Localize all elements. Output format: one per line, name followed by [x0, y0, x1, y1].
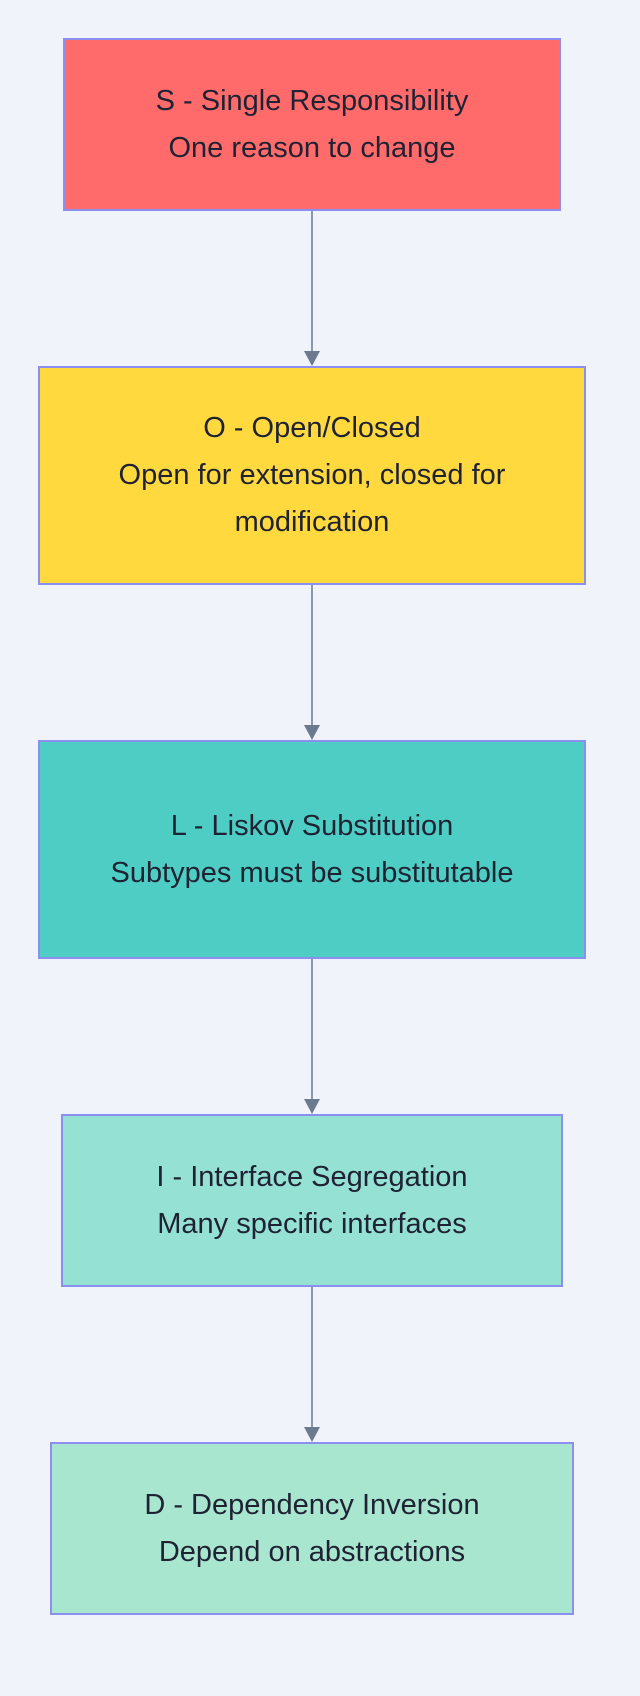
node-title: L - Liskov Substitution: [170, 809, 454, 842]
node-liskov-substitution: L - Liskov Substitution Subtypes must be…: [38, 740, 586, 959]
node-open-closed: O - Open/Closed Open for extension, clos…: [38, 366, 586, 585]
node-description: Open for extension, closed for modificat…: [118, 459, 506, 538]
node-dependency-inversion: D - Dependency Inversion Depend on abstr…: [50, 1442, 574, 1615]
node-title: D - Dependency Inversion: [144, 1488, 480, 1521]
node-interface-segregation: I - Interface Segregation Many specific …: [61, 1114, 563, 1287]
edge-i-to-d: [304, 1287, 320, 1442]
edge-o-to-l: [304, 585, 320, 740]
node-title: O - Open/Closed: [203, 412, 421, 444]
node-title: S - Single Responsibility: [155, 84, 469, 117]
node-single-responsibility: S - Single Responsibility One reason to …: [63, 38, 561, 211]
node-description: Subtypes must be substitutable: [110, 856, 514, 889]
edge-l-to-i: [304, 959, 320, 1114]
node-description: One reason to change: [168, 131, 456, 164]
node-description: Many specific interfaces: [157, 1207, 467, 1240]
node-title: I - Interface Segregation: [156, 1160, 468, 1193]
node-description: Depend on abstractions: [158, 1535, 466, 1568]
arrowhead-icon: [304, 351, 320, 366]
edge-s-to-o: [304, 211, 320, 366]
arrowhead-icon: [304, 725, 320, 740]
arrowhead-icon: [304, 1099, 320, 1114]
arrowhead-icon: [304, 1427, 320, 1442]
